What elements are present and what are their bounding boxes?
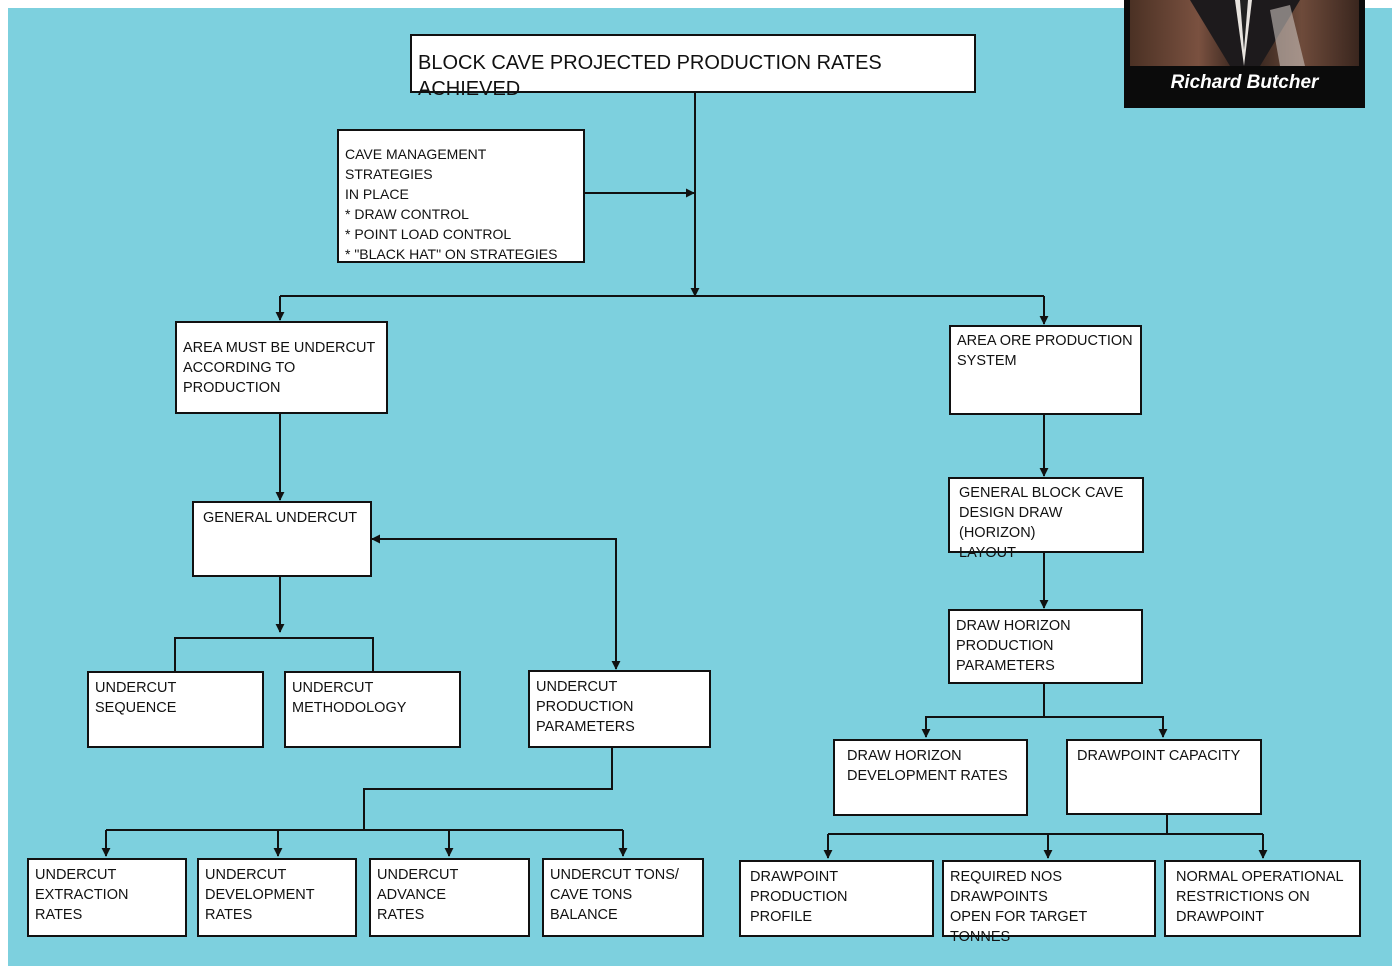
drawpoint-capacity-box: DRAWPOINT CAPACITY (1066, 739, 1262, 815)
params-to-rates (363, 748, 613, 830)
cave-management-box: CAVE MANAGEMENT STRATEGIES IN PLACE * DR… (337, 129, 585, 263)
drawpoint-profile-box: DRAWPOINT PRODUCTION PROFILE (739, 860, 934, 937)
undercut-development-box: UNDERCUT DEVELOPMENT RATES (197, 858, 357, 937)
draw-params-split (921, 684, 1045, 738)
undercut-advance-box: UNDERCUT ADVANCE RATES (369, 858, 530, 937)
draw-horizon-dev-box: DRAW HORIZON DEVELOPMENT RATES (833, 739, 1028, 816)
undercut-sequence-box: UNDERCUT SEQUENCE (87, 671, 264, 748)
portrait-image (1130, 0, 1359, 66)
undercut-extraction-box: UNDERCUT EXTRACTION RATES (27, 858, 187, 937)
sequence-methodology-bracket (174, 637, 374, 671)
author-name: Richard Butcher (1170, 72, 1319, 93)
draw-horizon-params-box: DRAW HORIZON PRODUCTION PARAMETERS (948, 609, 1143, 684)
general-block-cave-box: GENERAL BLOCK CAVE DESIGN DRAW (HORIZON)… (948, 477, 1144, 561)
to-drawpoint-capacity (1044, 716, 1168, 738)
area-undercut-box: AREA MUST BE UNDERCUT ACCORDING TO PRODU… (175, 321, 388, 414)
general-undercut-box: GENERAL UNDERCUT (192, 501, 372, 577)
undercut-production-params-box: UNDERCUT PRODUCTION PARAMETERS (528, 670, 711, 748)
portrait-suit-icon (1190, 0, 1305, 66)
undercut-tons-box: UNDERCUT TONS/ CAVE TONS BALANCE (542, 858, 704, 937)
area-ore-box: AREA ORE PRODUCTION SYSTEM (949, 325, 1142, 415)
normal-restrictions-box: NORMAL OPERATIONAL RESTRICTIONS ON DRAWP… (1164, 860, 1361, 937)
author-photo: Richard Butcher (1124, 0, 1365, 108)
undercut-methodology-box: UNDERCUT METHODOLOGY (284, 671, 461, 748)
feedback-arrow (371, 534, 621, 670)
required-drawpoints-box: REQUIRED NOS DRAWPOINTS OPEN FOR TARGET … (942, 860, 1156, 945)
top-goal-box: BLOCK CAVE PROJECTED PRODUCTION RATES AC… (410, 34, 976, 100)
